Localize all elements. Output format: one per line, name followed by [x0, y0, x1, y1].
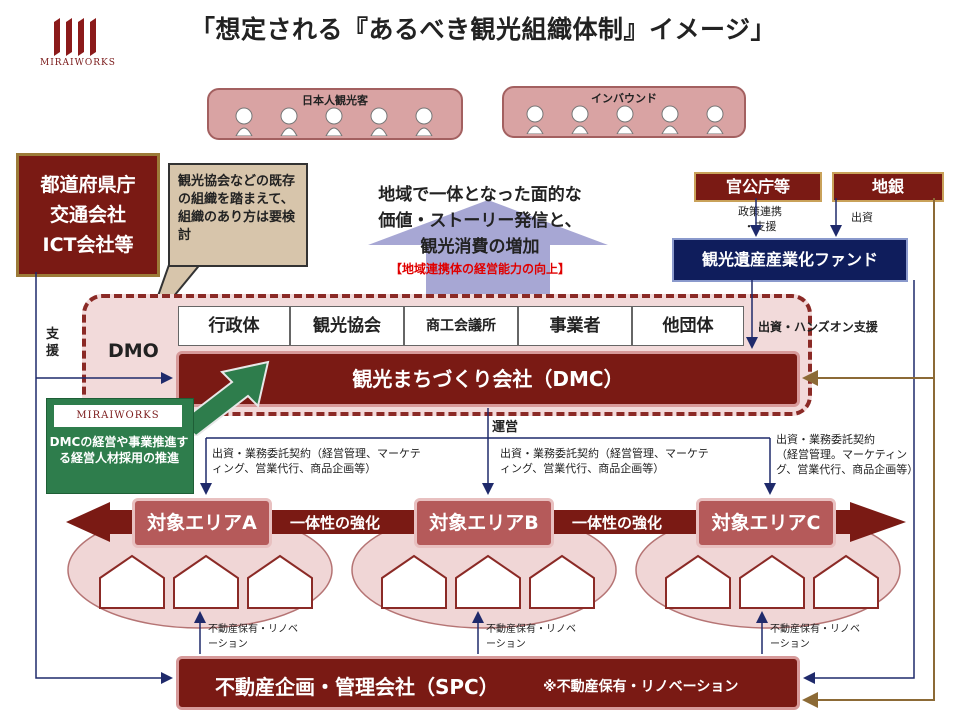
house-icon: [99, 554, 879, 609]
member-businesses: 事業者: [518, 306, 632, 346]
target-area-b: 対象エリアB: [414, 498, 554, 548]
inbound-tourists-box: インバウンド: [502, 86, 746, 138]
spc-box: 不動産企画・管理会社（SPC） ※不動産保有・リノベーション: [176, 656, 800, 710]
renovation-label-b: 不動産保有・リノベーション: [486, 624, 576, 650]
dmc-box: 観光まちづくり会社（DMC）: [176, 351, 800, 407]
integration-label-1: 一体性の強化: [290, 514, 381, 532]
people-icon: [526, 105, 724, 134]
hands-on-support-label: 出資・ハンズオン支援: [758, 320, 878, 334]
operation-label: 運営: [492, 420, 519, 435]
renovation-label-a: 不動産保有・リノベーション: [208, 624, 298, 650]
member-chamber-of-commerce: 商工会議所: [404, 306, 518, 346]
contract-label-b: 出資・業務委託契約（経営管理、マーケティング、営業代行、商品企画等）: [500, 447, 709, 475]
growth-arrow-icon: [368, 200, 608, 305]
support-label: 支 援: [46, 327, 60, 359]
renovation-label-c: 不動産保有・リノベーション: [770, 624, 860, 650]
stakeholders-box: 都道府県庁 交通会社 ICT会社等: [16, 153, 160, 277]
spc-note: ※不動産保有・リノベーション: [543, 679, 739, 695]
domestic-tourists-label: 日本人観光客: [302, 94, 368, 107]
target-area-c: 対象エリアC: [696, 498, 836, 548]
miraiworks-box-logo: MIRAIWORKS: [54, 405, 182, 427]
target-area-a: 対象エリアA: [132, 498, 272, 548]
spc-name: 不動産企画・管理会社（SPC）: [215, 675, 499, 699]
integration-label-2: 一体性の強化: [572, 514, 663, 532]
stakeholders-label: 都道府県庁 交通会社 ICT会社等: [40, 174, 136, 256]
government-box: 官公庁等: [694, 172, 822, 202]
member-government: 行政体: [178, 306, 290, 346]
message-line-2: 価値・ストーリー発信と、: [378, 211, 582, 231]
policy-label: 政策連携 ・支援: [738, 205, 782, 233]
domestic-tourists-box: 日本人観光客: [207, 88, 463, 140]
inbound-tourists-label: インバウンド: [591, 92, 657, 105]
member-tourism-association: 観光協会: [290, 306, 404, 346]
contract-label-a: 出資・業務委託契約（経営管理、マーケティング、営業代行、商品企画等）: [212, 447, 421, 475]
center-message: 地域で一体となった面的な 価値・ストーリー発信と、 観光消費の増加: [330, 182, 630, 260]
page-title: 「想定される『あるべき観光組織体制』イメージ」: [190, 15, 777, 44]
contract-label-c: 出資・業務委託契約 （経営管理。マーケティング、営業代行、商品企画等）: [776, 433, 919, 476]
green-arrow-icon: [178, 360, 270, 436]
people-icon: [235, 107, 433, 136]
miraiworks-logo-icon: [54, 18, 96, 56]
regional-bank-box: 地銀: [832, 172, 944, 202]
management-capability-note: 【地域連携体の経営能力の向上】: [389, 262, 570, 276]
member-other-groups: 他団体: [632, 306, 744, 346]
message-line-1: 地域で一体となった面的な: [378, 185, 582, 205]
investment-label: 出資: [851, 211, 873, 224]
dmo-label: DMO: [108, 340, 159, 362]
fund-box: 観光遺産産業化ファンド: [672, 238, 908, 282]
miraiworks-support-text: DMCの経営や事業推進する経営人材採用の推進: [49, 435, 189, 465]
logo-text: MIRAIWORKS: [40, 58, 116, 68]
message-line-3: 観光消費の増加: [420, 237, 540, 257]
note-box: 観光協会などの既存の組織を踏まえて、組織のあり方は要検討: [168, 163, 308, 267]
